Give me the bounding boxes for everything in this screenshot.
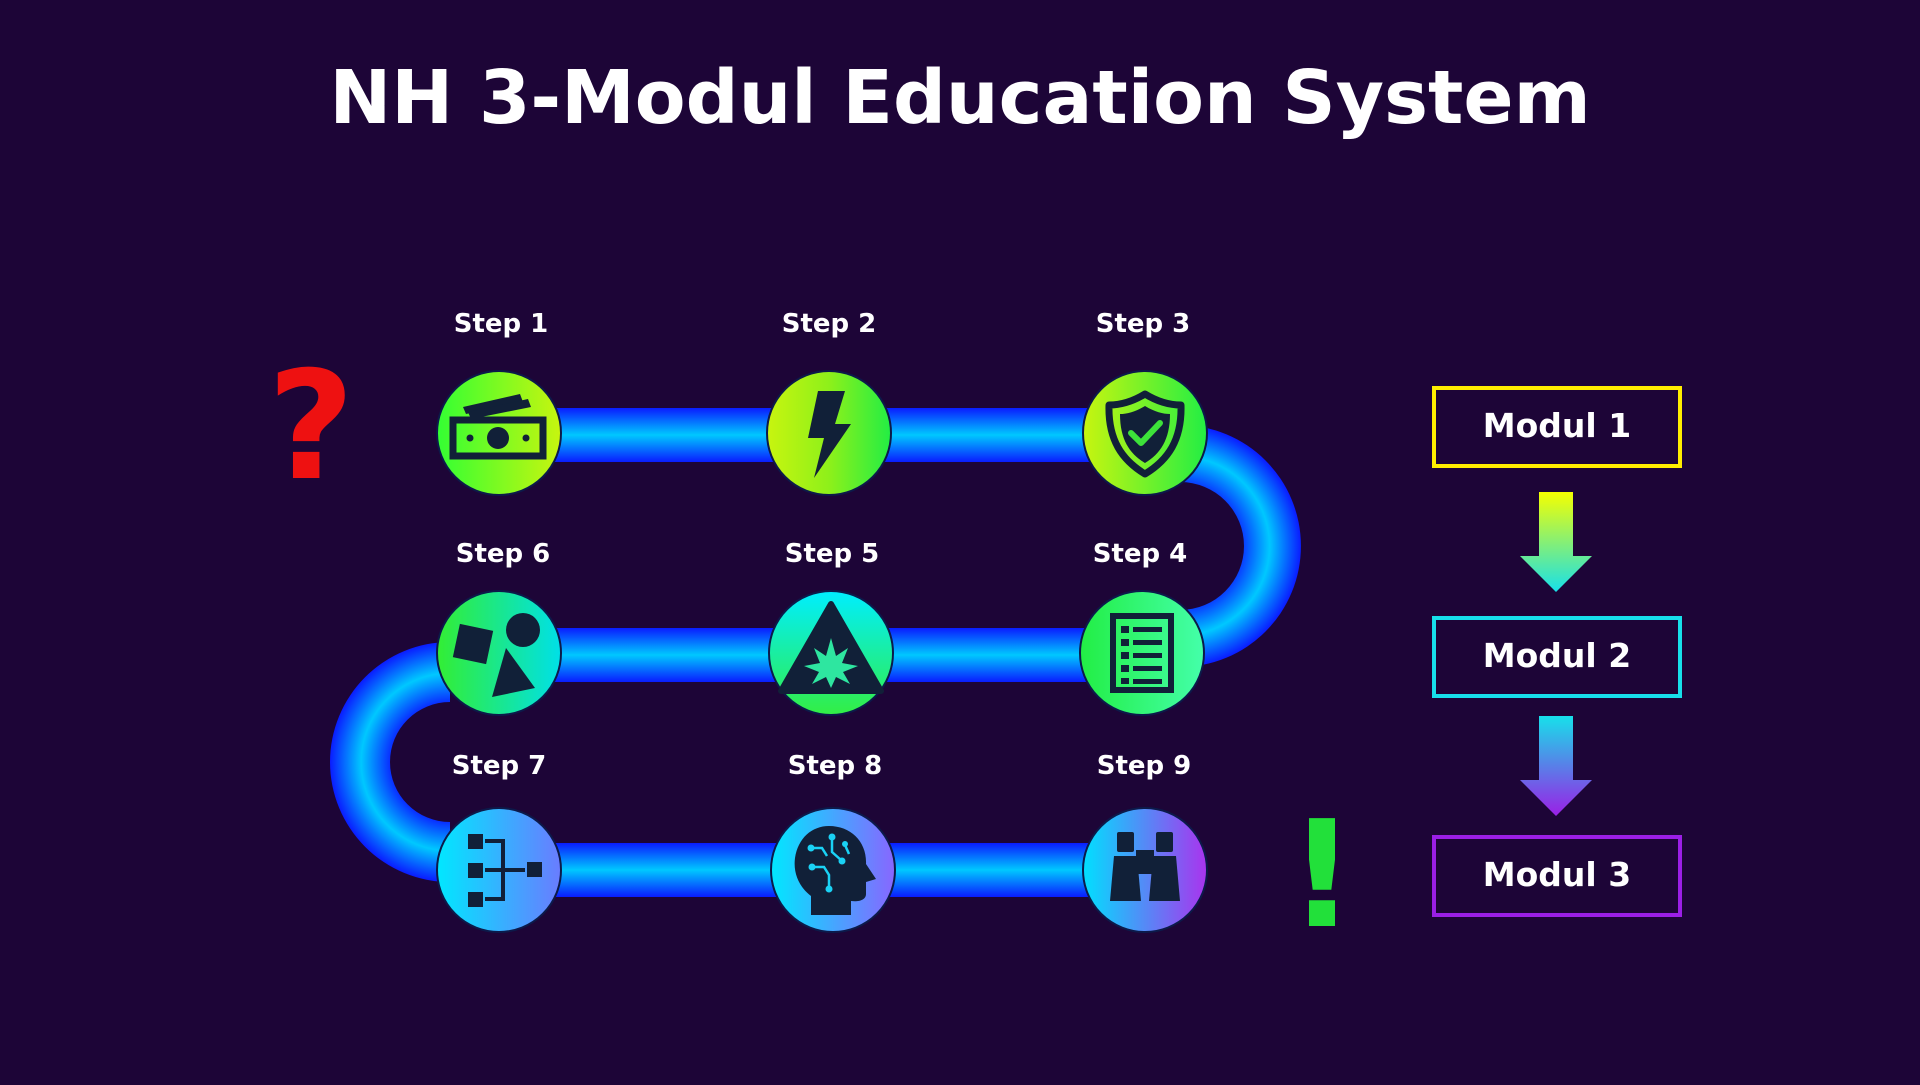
step-8-label: Step 8 bbox=[788, 751, 883, 781]
binoculars-icon bbox=[1110, 832, 1180, 901]
step-6-label: Step 6 bbox=[456, 539, 551, 569]
checklist-icon bbox=[1110, 613, 1174, 693]
module-3-label: Modul 3 bbox=[1483, 855, 1631, 894]
step-4-node bbox=[1079, 590, 1205, 716]
path-curve-left bbox=[330, 642, 450, 882]
step-2-node bbox=[766, 370, 892, 496]
page-title: NH 3-Modul Education System bbox=[329, 55, 1590, 141]
warning-triangle-icon bbox=[778, 601, 884, 694]
ai-head-icon bbox=[794, 826, 876, 915]
shield-check-icon bbox=[1105, 390, 1185, 478]
module-1-box: Modul 1 bbox=[1432, 386, 1682, 468]
step-7-label: Step 7 bbox=[452, 751, 547, 781]
lightning-icon bbox=[808, 391, 851, 478]
step-2-label: Step 2 bbox=[782, 309, 877, 339]
step-7-node bbox=[436, 807, 562, 933]
money-icon bbox=[449, 394, 547, 460]
module-1-label: Modul 1 bbox=[1483, 406, 1631, 445]
module-3-box: Modul 3 bbox=[1432, 835, 1682, 917]
step-5-label: Step 5 bbox=[785, 539, 880, 569]
module-2-box: Modul 2 bbox=[1432, 616, 1682, 698]
step-1-node bbox=[436, 370, 562, 496]
arrow-down-icon bbox=[1520, 716, 1592, 816]
step-1-label: Step 1 bbox=[454, 309, 549, 339]
question-mark-symbol: ? bbox=[267, 340, 354, 514]
step-9-label: Step 9 bbox=[1097, 751, 1192, 781]
shapes-icon bbox=[452, 613, 540, 697]
hierarchy-icon bbox=[468, 834, 542, 907]
step-4-label: Step 4 bbox=[1093, 539, 1188, 569]
step-9-node bbox=[1082, 807, 1208, 933]
step-3-label: Step 3 bbox=[1096, 309, 1191, 339]
step-5-node bbox=[768, 590, 894, 716]
step-6-node bbox=[436, 590, 562, 716]
path-curve-right bbox=[1180, 425, 1301, 667]
step-3-node bbox=[1082, 370, 1208, 496]
step-8-node bbox=[770, 807, 896, 933]
arrow-down-icon bbox=[1520, 492, 1592, 592]
module-2-label: Modul 2 bbox=[1483, 636, 1631, 675]
exclamation-mark-symbol: ! bbox=[1288, 789, 1356, 961]
